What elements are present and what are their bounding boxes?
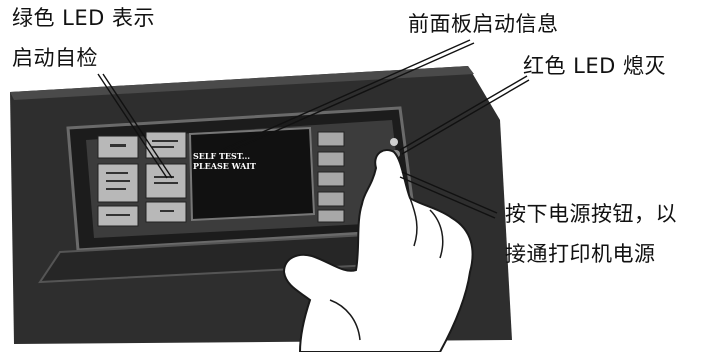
leader-front-panel — [221, 39, 471, 151]
callout-power-button-line2: 接通打印机电源 — [505, 242, 656, 266]
key-label-marks — [106, 140, 178, 216]
hand-outline — [282, 149, 474, 352]
lcd-line-2: PLEASE WAIT — [193, 161, 256, 171]
key — [317, 209, 345, 223]
key — [97, 163, 139, 203]
hand-finger-line — [429, 209, 444, 259]
key — [317, 171, 345, 187]
callout-green-led: 绿色 LED 表示 启动自检 — [12, 4, 155, 72]
callout-power-button-line1: 按下电源按钮，以 — [505, 202, 677, 226]
lcd-display-text: SELF TEST... PLEASE WAIT — [193, 151, 256, 171]
right-keys — [317, 131, 345, 223]
leader-front-panel-2 — [225, 42, 475, 154]
left-keys — [97, 131, 187, 227]
key — [317, 191, 345, 207]
key — [145, 131, 187, 159]
lcd-line-1: SELF TEST... — [193, 151, 251, 161]
leader-power-button-2 — [399, 176, 496, 219]
callout-power-button: 按下电源按钮，以 接通打印机电源 — [505, 200, 677, 268]
leader-green-led-2 — [102, 73, 173, 179]
callout-green-led-line1: 绿色 LED 表示 — [12, 6, 155, 30]
leader-red-led-2 — [401, 79, 530, 155]
leader-green-led — [97, 73, 168, 179]
key — [317, 131, 345, 147]
callout-front-panel: 前面板启动信息 — [408, 12, 559, 36]
hand-thumb-line — [329, 299, 361, 341]
leader-red-led — [399, 75, 528, 151]
printer-body-edge — [10, 66, 474, 100]
leader-power-button — [401, 171, 498, 214]
callout-red-led: 红色 LED 熄灭 — [523, 54, 666, 78]
green-led — [390, 138, 398, 146]
hand-knuckle-line — [409, 197, 418, 247]
key — [317, 151, 345, 167]
lcd-display — [188, 126, 316, 222]
callout-green-led-line2: 启动自检 — [12, 46, 98, 70]
leader-lines — [97, 39, 530, 219]
